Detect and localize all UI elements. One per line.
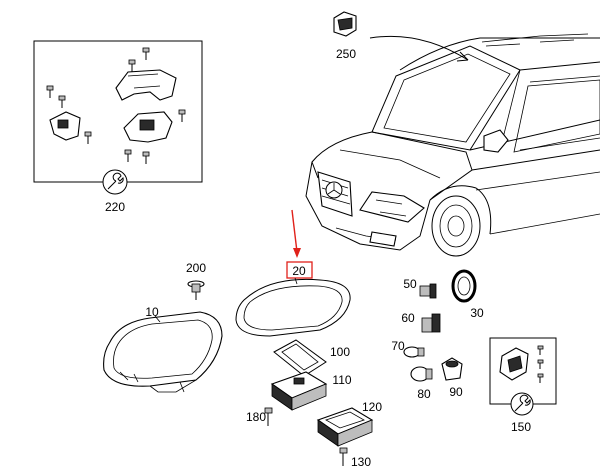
part-60-holder	[421, 313, 441, 333]
part-50-bulb	[419, 283, 437, 299]
part-20-cover-lens	[235, 277, 351, 337]
label-80: 80	[417, 387, 431, 401]
part-30-cap	[451, 269, 477, 303]
label-30: 30	[470, 306, 484, 320]
label-50: 50	[403, 277, 417, 291]
label-90: 90	[449, 385, 463, 399]
screw-group-220	[46, 47, 186, 164]
detail-box-150: 150	[489, 337, 557, 434]
part-80-bulb	[410, 366, 433, 382]
part-120-ballast	[316, 407, 374, 447]
label-250: 250	[336, 47, 356, 61]
detail-box-220: 220	[33, 40, 203, 214]
part-110-control-unit	[270, 371, 328, 411]
detail-box-220-frame	[33, 40, 203, 183]
wrench-icon	[510, 392, 534, 416]
part-90-socket	[441, 357, 463, 381]
part-10-headlamp	[103, 311, 223, 393]
part-70-bulb	[403, 346, 425, 358]
label-180: 180	[246, 410, 266, 424]
label-120: 120	[362, 400, 382, 414]
label-100: 100	[330, 345, 350, 359]
label-70: 70	[391, 339, 405, 353]
label-110: 110	[332, 373, 351, 387]
arrow-icon	[369, 35, 469, 61]
bracket-upper	[115, 69, 177, 101]
wrench-icon	[102, 169, 128, 195]
label-60: 60	[401, 311, 415, 325]
part-180-screw	[264, 407, 273, 426]
label-220: 220	[105, 200, 125, 214]
label-20: 20	[292, 264, 306, 278]
highlight-arrow	[291, 209, 301, 258]
part-130-screw	[339, 447, 348, 466]
car-front-view	[305, 33, 600, 257]
label-200: 200	[186, 261, 206, 275]
part-200-screw	[187, 280, 205, 300]
label-150: 150	[511, 420, 531, 434]
part-100-gasket	[273, 339, 327, 377]
part-250-bulb	[333, 11, 357, 37]
label-10: 10	[145, 305, 159, 319]
label-130: 130	[351, 455, 371, 469]
label-20-frame	[286, 261, 313, 279]
